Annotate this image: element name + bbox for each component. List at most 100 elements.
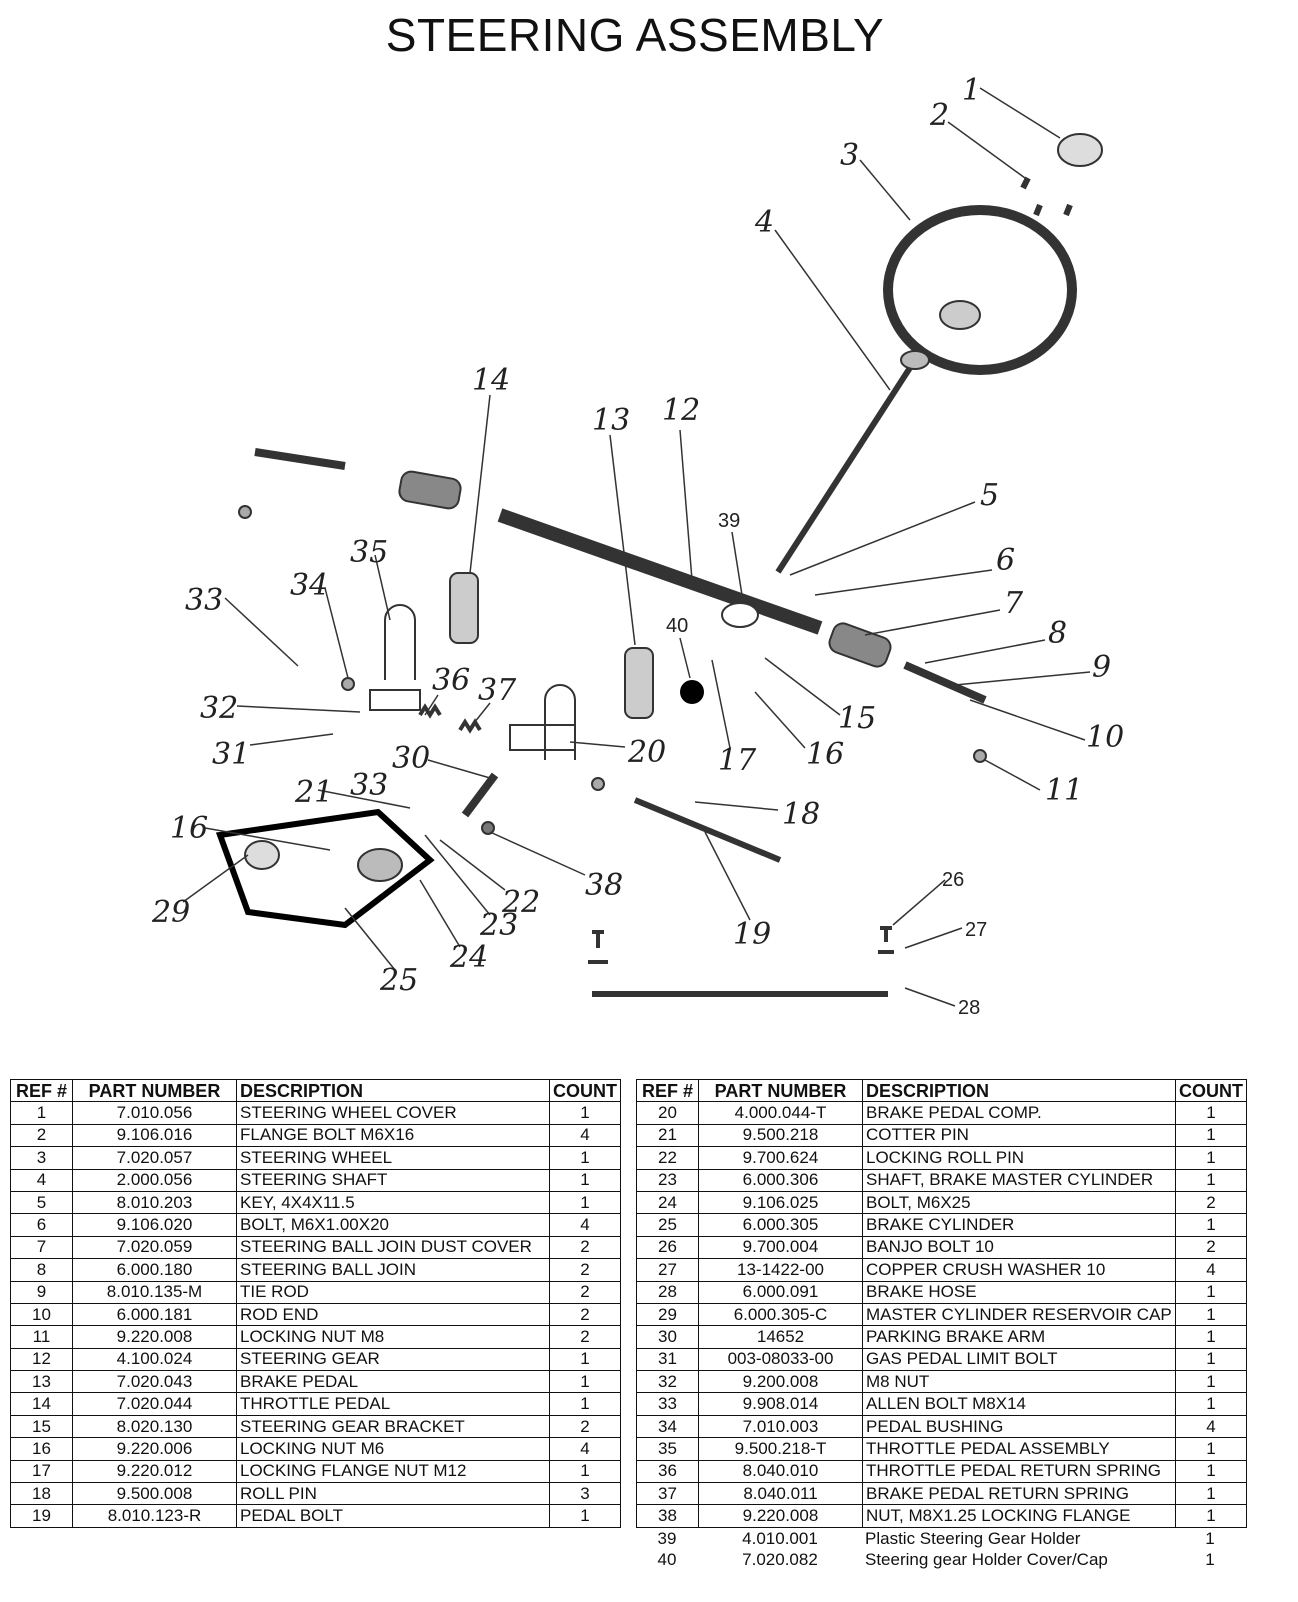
callout-29: 29 xyxy=(151,895,190,930)
count-cell: 1 xyxy=(549,1347,621,1372)
callout-40: 40 xyxy=(666,615,688,637)
description-cell: LOCKING FLANGE NUT M12 xyxy=(236,1459,550,1484)
part-number-cell: 6.000.305-C xyxy=(698,1302,863,1327)
count-cell: 1 xyxy=(1175,1101,1247,1125)
description-cell: LOCKING NUT M6 xyxy=(236,1437,550,1461)
part-number-cell: 6.000.305 xyxy=(698,1213,863,1237)
ref-cell: 3 xyxy=(10,1146,73,1170)
count-cell: 2 xyxy=(549,1258,621,1282)
part-number-cell: 9.220.008 xyxy=(72,1325,237,1349)
callout-34: 34 xyxy=(290,568,328,603)
description-cell: PARKING BRAKE ARM xyxy=(862,1325,1176,1349)
ref-cell: 6 xyxy=(10,1213,73,1237)
page-title: STEERING ASSEMBLY xyxy=(385,9,885,61)
count-cell: 1 xyxy=(1175,1123,1247,1148)
callout-28: 28 xyxy=(958,997,980,1019)
callout-5: 5 xyxy=(980,478,999,513)
count-cell: 1 xyxy=(1175,1459,1247,1484)
callout-24: 24 xyxy=(449,940,488,975)
part-number-cell: 9.700.624 xyxy=(698,1146,863,1170)
throttle-pedal-assembly-part xyxy=(369,604,421,711)
description-cell: M8 NUT xyxy=(862,1370,1176,1394)
count-cell: 2 xyxy=(549,1280,621,1304)
ref-cell: 11 xyxy=(10,1325,73,1349)
ref-cell: 30 xyxy=(636,1325,699,1349)
count-cell: 2 xyxy=(1175,1190,1247,1215)
description-cell: ROD END xyxy=(236,1302,550,1327)
description-cell: BRAKE CYLINDER xyxy=(862,1213,1176,1237)
callout-12: 12 xyxy=(662,393,700,428)
dust-cover-left-part xyxy=(398,470,462,510)
description-cell: STEERING GEAR xyxy=(236,1347,550,1372)
ref-cell: 8 xyxy=(10,1258,73,1282)
count-cell: 1 xyxy=(1175,1437,1247,1461)
callout-37: 37 xyxy=(478,673,517,708)
part-number-cell: 9.700.004 xyxy=(698,1235,863,1260)
ref-cell: 31 xyxy=(636,1347,699,1372)
callout-8: 8 xyxy=(1048,616,1067,651)
part-number-cell: 9.106.016 xyxy=(72,1123,237,1148)
count-cell: 2 xyxy=(549,1325,621,1349)
count-cell: 1 xyxy=(1175,1347,1247,1372)
count-cell: 3 xyxy=(549,1482,621,1506)
steering-wheel-part xyxy=(883,205,1077,375)
callout-15: 15 xyxy=(838,701,876,736)
count-cell: 1 xyxy=(1175,1482,1247,1506)
ref-cell: 27 xyxy=(636,1258,699,1282)
header-count: COUNT xyxy=(549,1078,621,1103)
part-number-cell: 8.040.010 xyxy=(698,1459,863,1484)
ref-cell: 19 xyxy=(10,1504,73,1528)
dust-cover-right-part xyxy=(828,622,892,668)
ref-cell: 26 xyxy=(636,1235,699,1260)
brake-cylinder-outline xyxy=(215,808,435,929)
tie-rod-right-part xyxy=(903,661,987,704)
description-cell: COTTER PIN xyxy=(862,1123,1176,1148)
header-count: COUNT xyxy=(1175,1078,1247,1103)
count-cell: 1 xyxy=(549,1504,621,1528)
count-cell: 1 xyxy=(1205,1550,1215,1570)
part-number-cell: 9.220.012 xyxy=(72,1459,237,1484)
ref-cell: 13 xyxy=(10,1370,73,1394)
callout-6: 6 xyxy=(996,543,1015,578)
count-cell: 1 xyxy=(1175,1370,1247,1394)
callout-13: 13 xyxy=(592,403,630,438)
count-cell: 1 xyxy=(1175,1325,1247,1349)
part-number-cell: 7.020.082 xyxy=(742,1550,818,1570)
part-number-cell: 4.100.024 xyxy=(72,1347,237,1372)
ref-cell: 35 xyxy=(636,1437,699,1461)
description-cell: MASTER CYLINDER RESERVOIR CAP xyxy=(862,1302,1176,1327)
description-cell: BRAKE HOSE xyxy=(862,1280,1176,1304)
description-cell: THROTTLE PEDAL RETURN SPRING xyxy=(862,1459,1176,1484)
part-number-cell: 7.020.059 xyxy=(72,1235,237,1260)
part-number-cell: 9.500.008 xyxy=(72,1482,237,1506)
description-cell: FLANGE BOLT M6X16 xyxy=(236,1123,550,1148)
description-cell: BANJO BOLT 10 xyxy=(862,1235,1176,1260)
part-number-cell: 8.010.203 xyxy=(72,1190,237,1215)
header-part-number: PART NUMBER xyxy=(698,1078,863,1103)
description-cell: THROTTLE PEDAL xyxy=(236,1392,550,1416)
ref-cell: 14 xyxy=(10,1392,73,1416)
callout-11: 11 xyxy=(1045,773,1083,808)
count-cell: 1 xyxy=(549,1370,621,1394)
brake-pedal-comp-part xyxy=(509,684,576,760)
description-cell: STEERING WHEEL COVER xyxy=(236,1101,550,1125)
part-number-cell: 003-08033-00 xyxy=(698,1347,863,1372)
callout-32: 32 xyxy=(200,691,238,726)
part-number-cell: 6.000.181 xyxy=(72,1302,237,1327)
description-cell: BRAKE PEDAL xyxy=(236,1370,550,1394)
